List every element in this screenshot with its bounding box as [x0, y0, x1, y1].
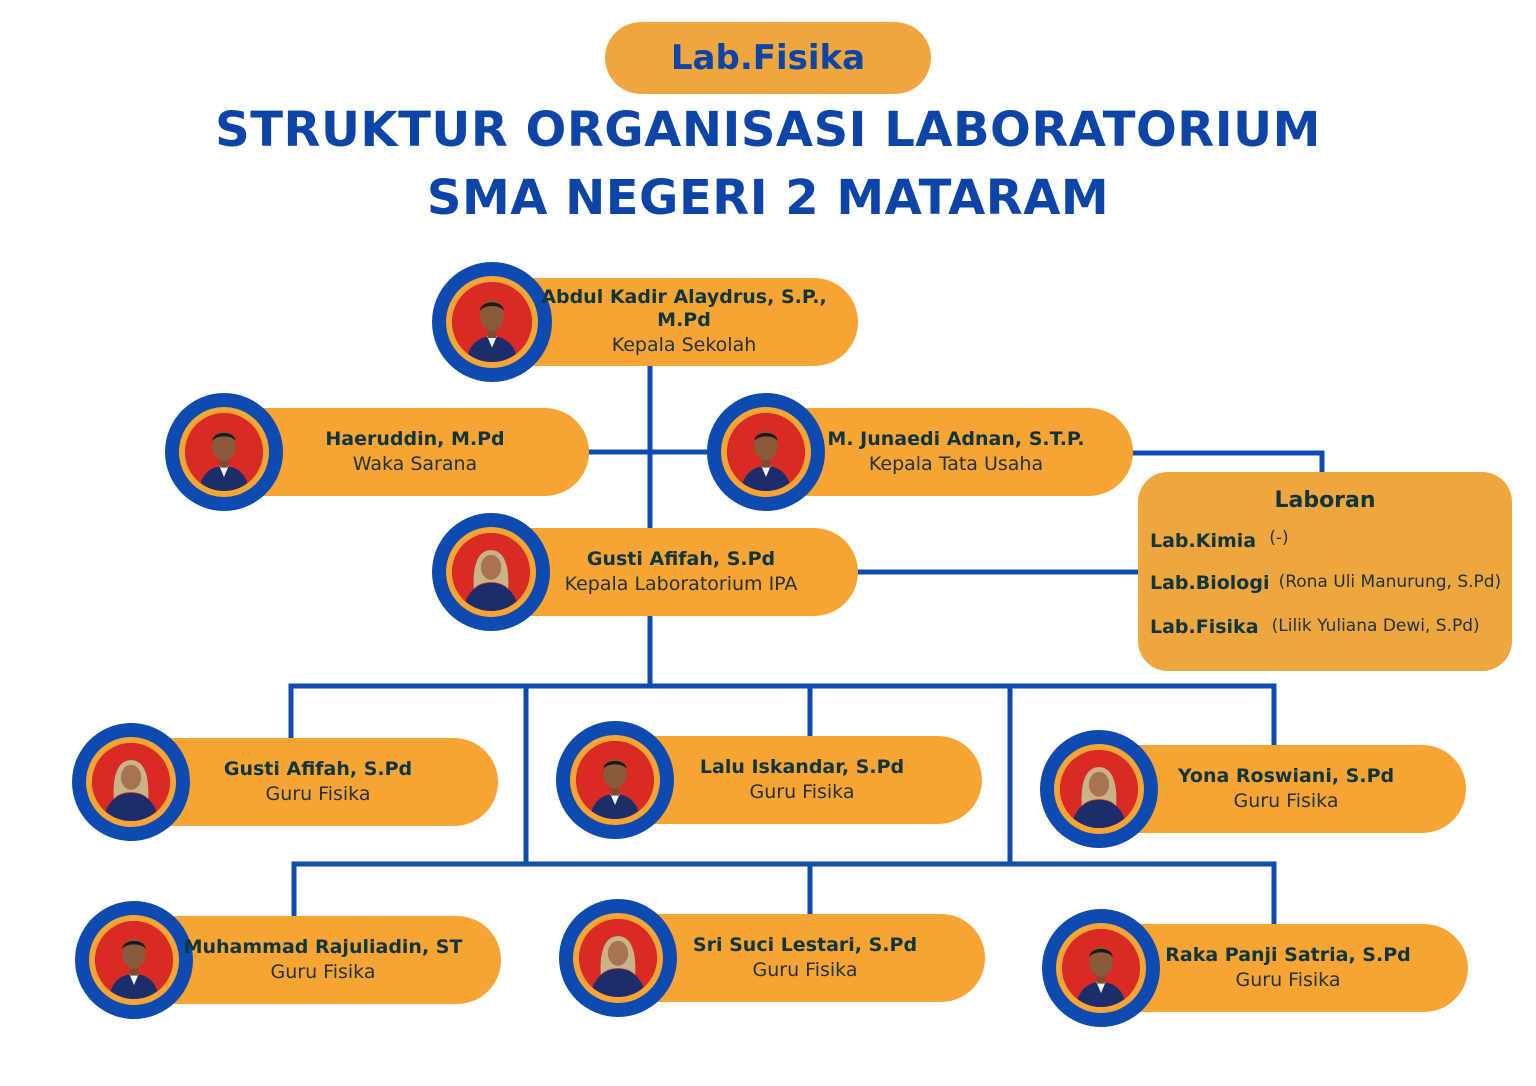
- avatar-guru-5: [579, 919, 657, 997]
- guru-4-role: Guru Fisika: [270, 960, 376, 983]
- node-guru-5: Sri Suci Lestari, S.Pd Guru Fisika: [559, 899, 987, 1017]
- guru-6-name: Raka Panji Satria, S.Pd: [1165, 943, 1411, 966]
- kepala-tata-usaha-name: M. Junaedi Adnan, S.T.P.: [827, 427, 1085, 450]
- avatar-kepala-sekolah: [452, 282, 532, 362]
- laboran-row-fisika: Lab.Fisika (Lilik Yuliana Dewi, S.Pd): [1150, 616, 1480, 638]
- laboran-row-biologi: Lab.Biologi (Rona Uli Manurung, S.Pd): [1150, 572, 1501, 594]
- laboran-row-kimia: Lab.Kimia (-): [1150, 528, 1289, 552]
- guru-1-name: Gusti Afifah, S.Pd: [223, 757, 413, 780]
- avatar-guru-2: [576, 741, 654, 819]
- node-guru-1: Gusti Afifah, S.Pd Guru Fisika: [72, 723, 500, 841]
- kepala-sekolah-name: Abdul Kadir Alaydrus, S.P., M.Pd: [541, 286, 827, 331]
- guru-2-role: Guru Fisika: [749, 780, 855, 803]
- guru-3-name: Yona Roswiani, S.Pd: [1177, 764, 1395, 787]
- laboran-lab-name: Lab.Kimia: [1150, 530, 1257, 552]
- waka-sarana-name: Haeruddin, M.Pd: [325, 427, 505, 450]
- connector-tu-laboran: [1127, 450, 1325, 477]
- lab-badge: Lab.Fisika: [605, 22, 931, 94]
- laboran-heading: Laboran: [1274, 488, 1376, 513]
- node-kepala-tata-usaha: M. Junaedi Adnan, S.T.P. Kepala Tata Usa…: [707, 393, 1135, 511]
- node-kepala-lab: Gusti Afifah, S.Pd Kepala Laboratorium I…: [432, 513, 860, 631]
- guru-3-role: Guru Fisika: [1233, 789, 1339, 812]
- avatar-guru-6: [1062, 929, 1140, 1007]
- laboran-lab-name: Lab.Fisika: [1150, 616, 1259, 638]
- kepala-lab-role: Kepala Laboratorium IPA: [564, 572, 798, 595]
- node-guru-2: Lalu Iskandar, S.Pd Guru Fisika: [556, 721, 984, 839]
- guru-6-role: Guru Fisika: [1235, 968, 1341, 991]
- node-guru-6: Raka Panji Satria, S.Pd Guru Fisika: [1042, 909, 1470, 1027]
- guru-4-name: Muhammad Rajuliadin, ST: [183, 935, 463, 958]
- kepala-sekolah-role: Kepala Sekolah: [611, 334, 757, 356]
- avatar-waka-sarana: [185, 413, 263, 491]
- lab-badge-label: Lab.Fisika: [670, 38, 866, 78]
- page-title-line1: STRUKTUR ORGANISASI LABORATORIUM: [215, 102, 1321, 158]
- laboran-person: (Rona Uli Manurung, S.Pd): [1278, 572, 1502, 592]
- node-waka-sarana: Haeruddin, M.Pd Waka Sarana: [165, 393, 593, 511]
- laboran-box: Laboran Lab.Kimia (-) Lab.Biologi (Rona …: [1138, 472, 1512, 671]
- node-guru-3: Yona Roswiani, S.Pd Guru Fisika: [1040, 730, 1468, 848]
- guru-1-role: Guru Fisika: [265, 782, 371, 805]
- laboran-person: (-): [1269, 528, 1289, 548]
- avatar-kepala-tata-usaha: [727, 413, 805, 491]
- waka-sarana-role: Waka Sarana: [352, 452, 478, 475]
- avatar-guru-1: [92, 743, 170, 821]
- avatar-guru-3: [1060, 750, 1138, 828]
- laboran-lab-name: Lab.Biologi: [1150, 572, 1270, 594]
- node-kepala-sekolah: Abdul Kadir Alaydrus, S.P., M.Pd Kepala …: [432, 262, 860, 382]
- kepala-lab-name: Gusti Afifah, S.Pd: [586, 547, 776, 570]
- avatar-guru-4: [95, 921, 173, 999]
- avatar-kepala-lab: [452, 533, 530, 611]
- guru-2-name: Lalu Iskandar, S.Pd: [699, 755, 905, 778]
- guru-5-role: Guru Fisika: [752, 958, 858, 981]
- page-title-line2: SMA NEGERI 2 MATARAM: [426, 170, 1110, 226]
- laboran-person: (Lilik Yuliana Dewi, S.Pd): [1271, 616, 1480, 636]
- node-guru-4: Muhammad Rajuliadin, ST Guru Fisika: [75, 901, 503, 1019]
- guru-5-name: Sri Suci Lestari, S.Pd: [692, 933, 918, 956]
- kepala-tata-usaha-role: Kepala Tata Usaha: [868, 452, 1044, 475]
